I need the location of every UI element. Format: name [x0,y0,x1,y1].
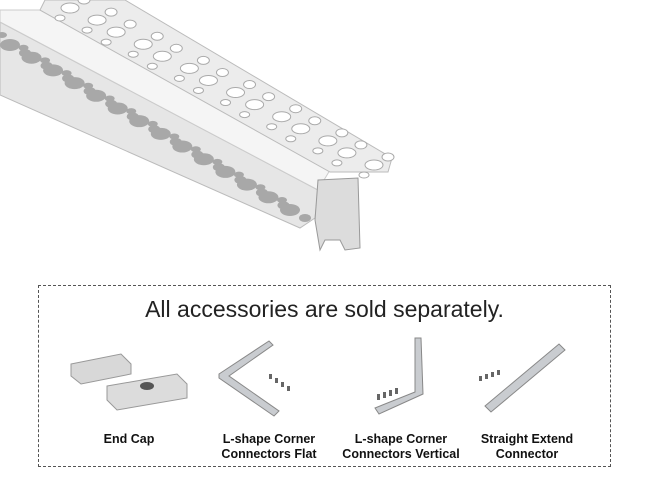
perforation-hole [272,111,292,123]
perforation-hole [21,51,42,64]
perforation-hole [318,135,338,147]
straight-connector-image [479,343,566,413]
perforation-hole [152,50,172,62]
perforation-hole [331,159,343,167]
accessory-label: Connectors Vertical [342,447,460,461]
perforation-hole [18,44,29,51]
perforation-hole [86,89,107,102]
perforation-hole [127,50,139,58]
perforation-hole [106,26,126,38]
perforation-hole [172,140,193,153]
perforation-hole [335,128,349,138]
accessory-label: Connectors Flat [221,447,317,461]
perforation-hole [146,62,158,70]
perforation-hole [0,39,20,51]
perforation-hole [61,70,72,77]
perforation-hole [104,95,115,102]
perforation-hole [308,116,322,126]
perforation-hole [226,87,246,99]
perforation-hole [233,171,244,178]
perforation-hole [64,77,85,90]
perforation-hole [81,26,93,34]
perforation-hole [312,147,324,155]
perforation-hole [196,55,210,65]
perforation-hole [243,80,257,90]
accessory-label: Connector [495,447,559,461]
perforation-hole [277,197,287,203]
perforation-hole [255,184,266,191]
end-cap-image [70,353,188,411]
perforation-hole [104,7,118,17]
perforation-hole [190,146,201,153]
headline: All accessories are sold separately. [145,296,504,322]
perforation-hole [192,86,204,94]
perforation-hole [179,62,199,74]
perforation-hole [43,64,64,77]
perforation-hole [215,165,236,178]
perforation-hole [54,14,66,22]
perforation-hole [285,135,297,143]
perforation-hole [212,158,223,165]
accessory-end-cap: End Cap [59,336,199,461]
perforation-hole [337,147,357,159]
perforation-hole [150,31,164,41]
perforation-hole [289,104,303,114]
l-corner-vertical-image [374,337,424,415]
perforation-hole [123,19,137,29]
perforation-hole [60,2,80,14]
perforation-hole [364,159,384,171]
perforation-hole [258,191,279,204]
perforation-hole [262,92,276,102]
perforation-hole [215,67,229,77]
accessory-label: Straight Extend [480,432,574,446]
perforation-hole [291,123,311,135]
perforation-hole [100,38,112,46]
perforation-hole [107,102,128,115]
l-corner-flat-image [218,340,290,417]
perforation-hole [193,153,214,166]
perforation-hole [381,152,395,162]
accessory-label: L-shape Corner [354,432,448,446]
perforation-hole [198,74,218,86]
perforation-hole [358,171,370,179]
perforation-hole [245,99,265,111]
perforation-hole [169,43,183,53]
perforation-hole [83,82,94,89]
accessories-panel: All accessories are sold separately. End… [38,285,611,467]
perforation-hole [87,14,107,26]
perforation-hole [169,133,180,140]
perforation-hole [40,57,51,64]
perforation-hole [173,74,185,82]
perforation-hole [239,111,251,119]
perforation-hole [220,99,232,107]
perforation-hole [280,204,300,216]
perforation-hole [266,123,278,131]
perforation-hole [133,38,153,50]
perforation-hole [354,140,368,150]
perforation-hole [147,120,158,127]
perforation-hole [129,115,150,128]
perforation-hole [0,32,7,38]
perforation-hole [236,178,257,191]
channel-end [314,177,361,252]
accessory-label: End Cap [103,432,155,446]
perforation-hole [77,0,91,5]
accessory-label: L-shape Corner [222,432,316,446]
aluminum-profile-image [0,0,395,252]
perforation-hole [299,214,311,222]
perforation-hole [150,127,171,140]
perforation-hole [126,108,137,115]
